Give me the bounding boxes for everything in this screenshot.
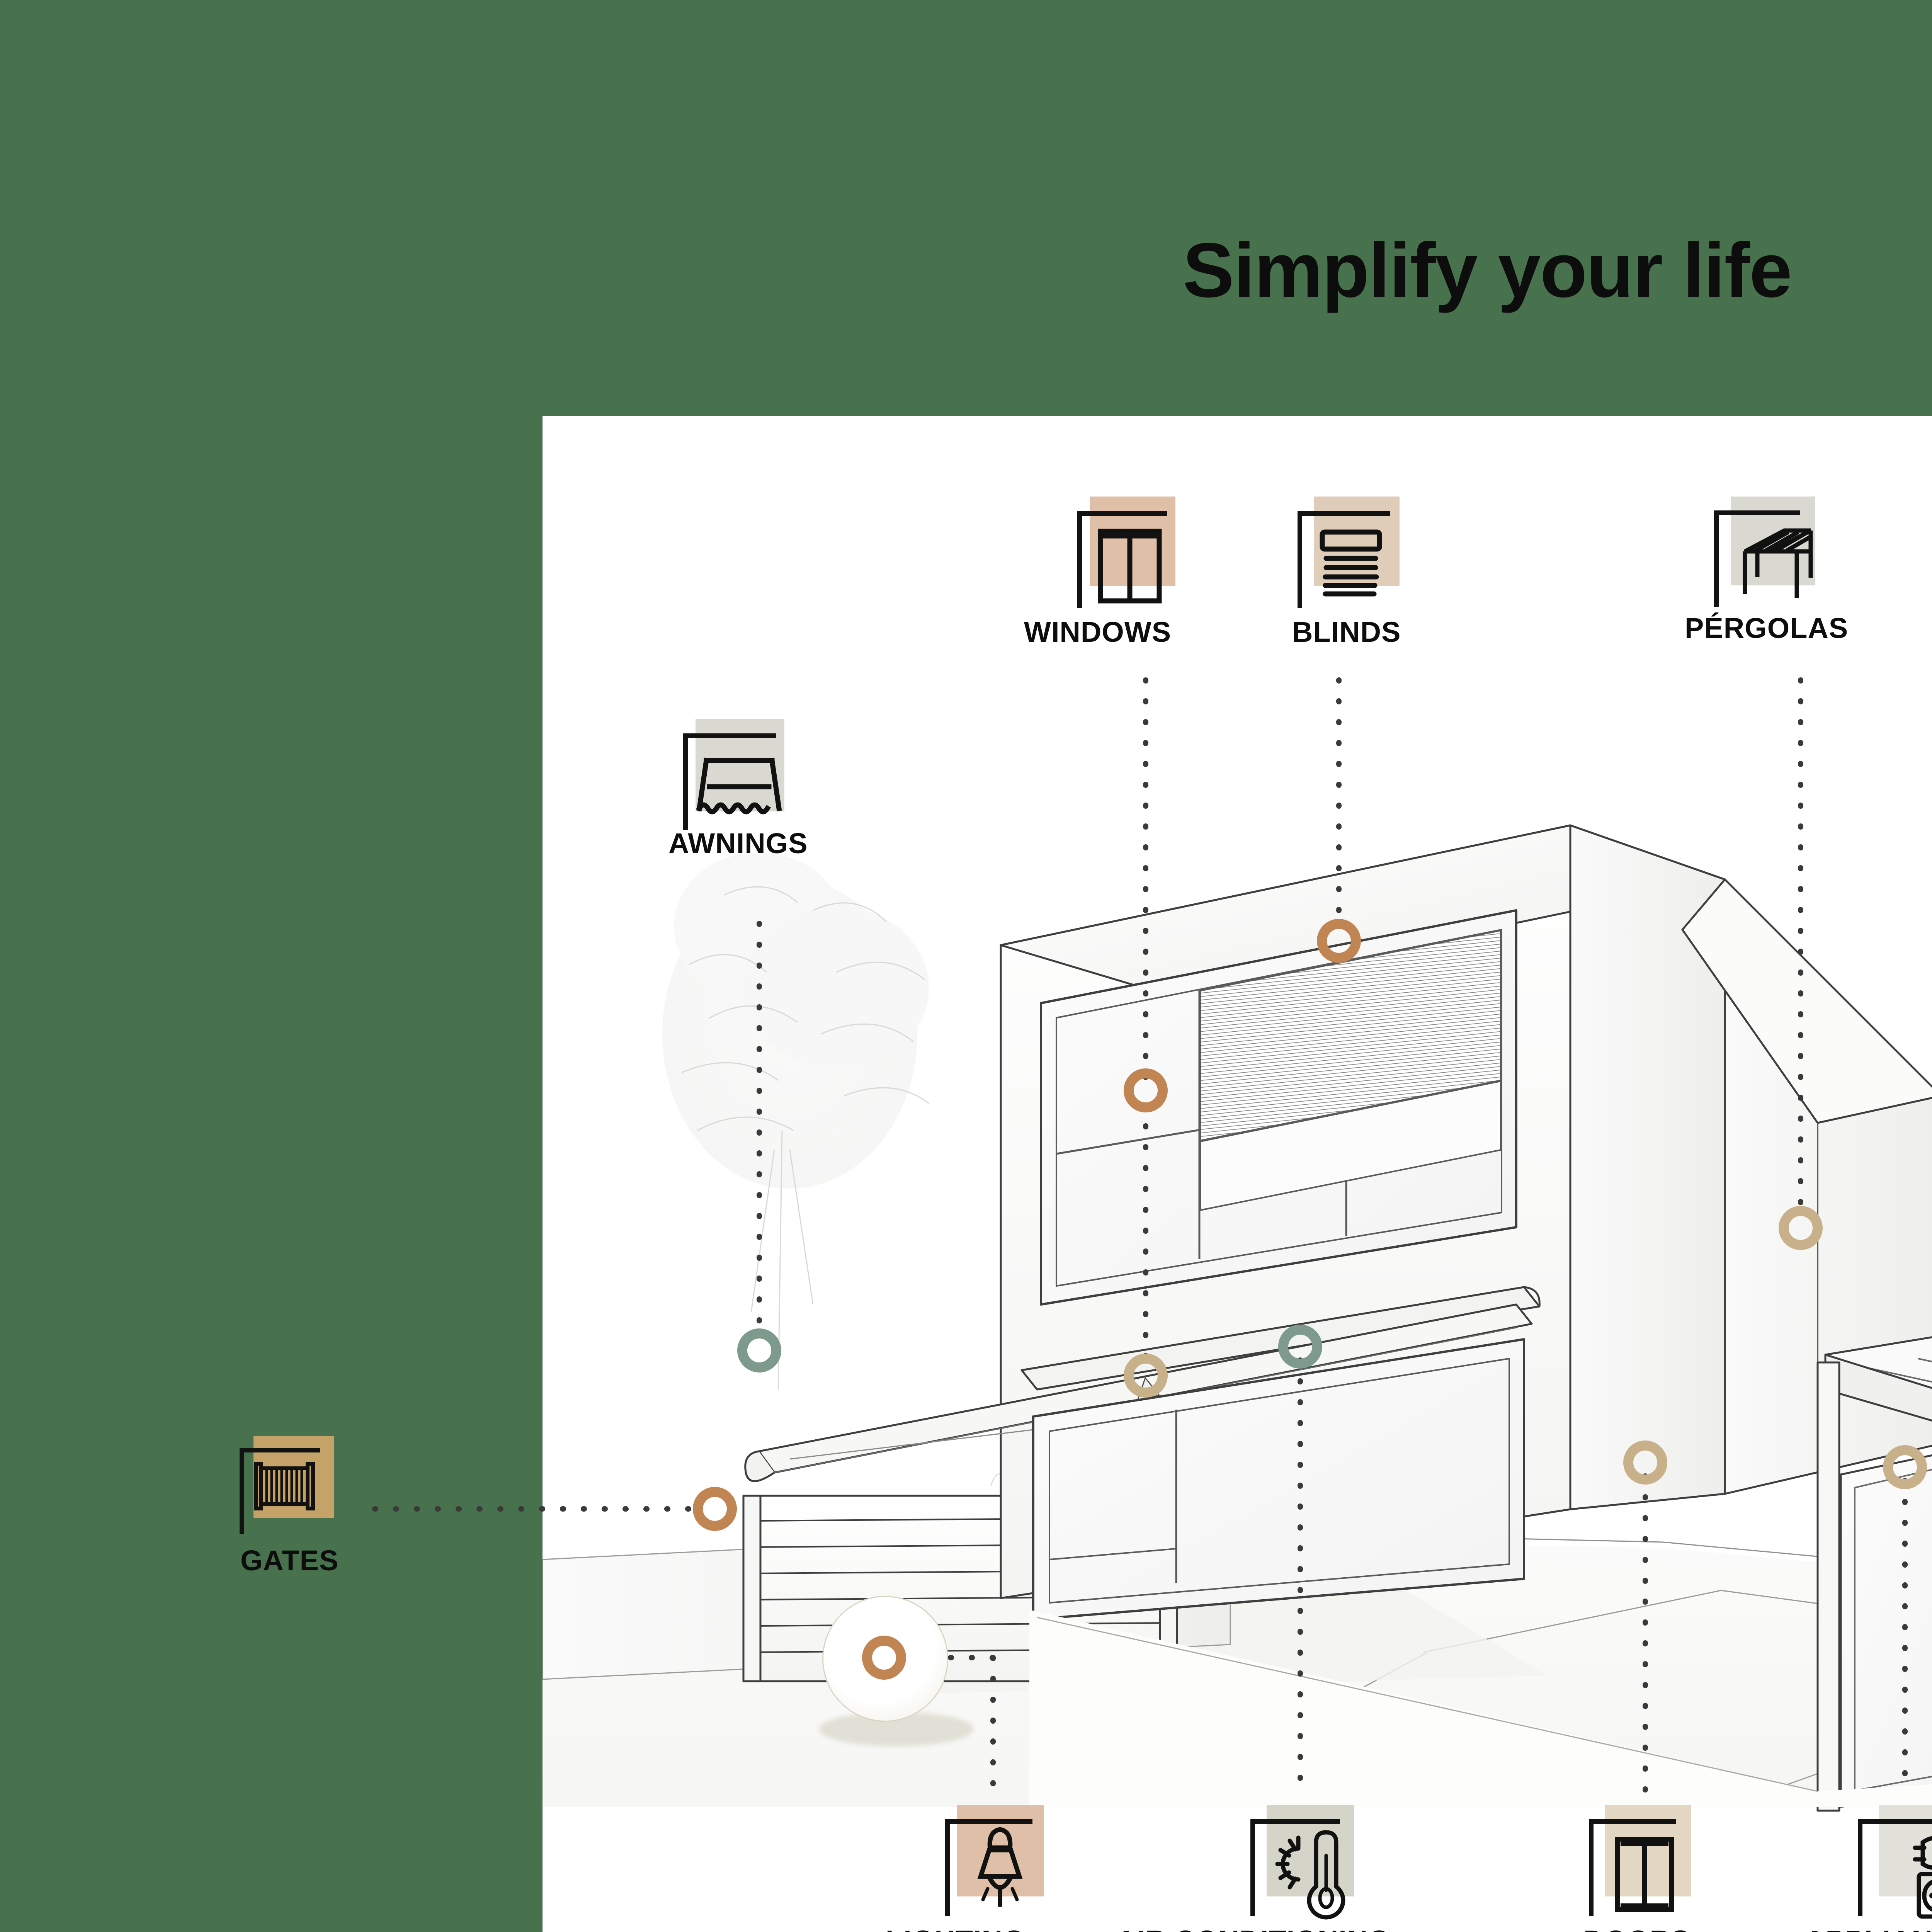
hotspot-windows-lower[interactable] <box>1124 1354 1168 1398</box>
hotspot-air-conditioning[interactable] <box>1278 1325 1322 1369</box>
appliances-label: APPLIANCES <box>1804 1924 1932 1932</box>
gates-label: GATES <box>240 1544 339 1577</box>
awnings-label: AWNINGS <box>668 827 808 859</box>
blind-icon <box>1320 529 1382 597</box>
lighting-label: LIGHTING <box>886 1924 1026 1932</box>
air-conditioning-label: AIR CONDITIONING <box>1116 1924 1391 1932</box>
hotspot-blinds[interactable] <box>1317 919 1361 963</box>
pergolas-label: PÉRGOLAS <box>1685 612 1849 644</box>
windows-label: WINDOWS <box>1024 616 1172 648</box>
hotspot-windows-upper[interactable] <box>1124 1068 1168 1112</box>
hotspot-awnings[interactable] <box>737 1328 781 1372</box>
pergola-icon <box>1743 528 1813 598</box>
plug-socket-icon <box>1913 1836 1932 1919</box>
window-icon <box>1098 529 1162 604</box>
hotspot-lighting[interactable] <box>862 1636 906 1680</box>
house-illustration <box>543 824 1932 1812</box>
hotspot-doors[interactable] <box>1623 1440 1667 1485</box>
pendant-lamp-icon <box>977 1827 1023 1907</box>
hotspot-appliances[interactable] <box>1883 1445 1927 1489</box>
blinds-label: BLINDS <box>1292 616 1401 648</box>
page-title: Simplify your life <box>1182 227 1792 313</box>
gate-icon <box>254 1462 315 1510</box>
awning-icon <box>696 757 782 815</box>
door-icon <box>1615 1837 1674 1912</box>
hotspot-gates[interactable] <box>693 1487 737 1531</box>
doors-label: DOORS <box>1583 1924 1690 1932</box>
thermometer-sun-icon <box>1275 1830 1345 1920</box>
hotspot-pergolas[interactable] <box>1779 1206 1823 1250</box>
